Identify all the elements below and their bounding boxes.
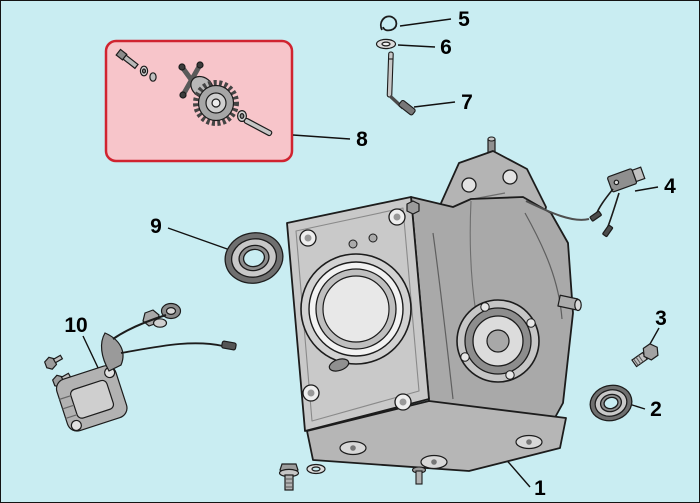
oil-seal-2-drawing	[589, 384, 633, 422]
crankcase-base	[306, 400, 567, 472]
callout-2-label: 2	[650, 398, 662, 421]
callout-1-label: 1	[534, 477, 546, 500]
sealing-washer-drawing	[306, 463, 326, 475]
callout-5-label: 5	[458, 8, 470, 31]
cam-gear-teeth	[193, 80, 239, 126]
callout-labels: 1 2 3 4 5 6 7 8 9 10	[64, 8, 676, 500]
coil-wire-upper	[112, 314, 167, 340]
base-bolt-drawing	[411, 466, 427, 485]
coil-wire-connector	[221, 340, 237, 351]
switch-assembly-drawing	[589, 166, 646, 238]
callout-7-label: 7	[461, 91, 473, 114]
leader-line-8	[292, 134, 351, 140]
callout-9-label: 9	[150, 215, 162, 238]
camshaft-assembly-drawing	[115, 48, 273, 137]
bolt-3-drawing	[631, 343, 659, 368]
crankcase-tube-detail	[525, 200, 590, 221]
callout-4-label: 4	[664, 175, 676, 198]
crankcase-side-boss	[557, 294, 582, 312]
callout-3-label: 3	[655, 307, 667, 330]
leader-line-10	[82, 335, 101, 373]
washer-6-drawing	[375, 38, 397, 50]
leader-line-7	[413, 101, 456, 108]
cam-pin-drawing	[243, 117, 273, 137]
coil-bolt-a	[43, 354, 64, 370]
cam-bolt-drawing	[115, 48, 139, 70]
leader-line-9	[167, 227, 231, 251]
cotter-clip-drawing	[379, 15, 398, 32]
leader-line-4	[634, 186, 659, 192]
crankcase-drawing	[286, 136, 590, 472]
governor-arm-drawing	[386, 51, 416, 116]
coil-body-drawing	[55, 365, 128, 432]
ignition-coil-assembly-drawing	[43, 302, 237, 432]
callout-10-label: 10	[64, 314, 87, 337]
leader-lines	[82, 18, 660, 488]
cam-washer-b	[149, 72, 157, 82]
leader-line-3	[649, 327, 660, 345]
leader-line-5	[399, 18, 452, 27]
coil-bracket-arm	[100, 332, 124, 372]
coil-wire-lower	[120, 342, 224, 354]
callout-8-label: 8	[356, 128, 368, 151]
callout-6-label: 6	[440, 36, 452, 59]
coil-washer	[152, 318, 168, 328]
leader-line-6	[397, 44, 436, 48]
flange-bolt	[406, 200, 420, 215]
oil-seal-9-drawing	[224, 232, 284, 284]
drain-bolt-drawing	[278, 463, 300, 491]
